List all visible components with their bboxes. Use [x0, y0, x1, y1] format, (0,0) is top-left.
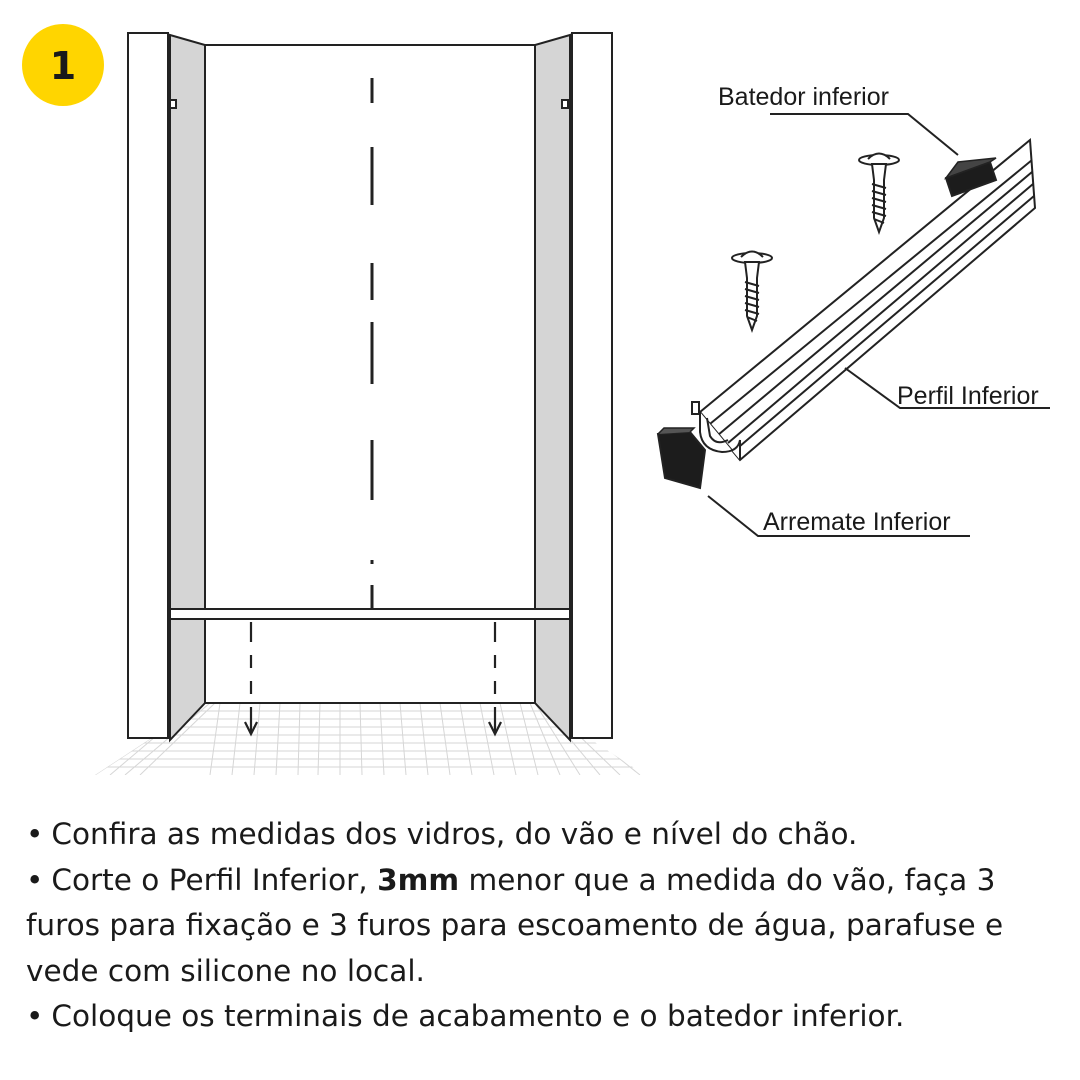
installation-diagram: 1 — [22, 24, 1050, 775]
screw-icon — [858, 152, 900, 233]
callout-leaders — [707, 113, 1050, 537]
step-number: 1 — [50, 44, 76, 88]
instruction-2: •Corte o Perfil Inferior, 3mm menor que … — [26, 862, 1004, 988]
drop-arrows — [249, 622, 497, 732]
label-arremate-inferior: Arremate Inferior — [763, 508, 951, 536]
shower-enclosure — [127, 32, 613, 743]
bottom-profile-bar — [169, 608, 571, 620]
batedor-inferior-part — [943, 157, 998, 198]
arremate-inferior-part — [656, 427, 707, 490]
instructions: •Confira as medidas dos vidros, do vão e… — [26, 812, 1066, 1040]
perfil-inferior-rail — [691, 137, 1037, 462]
measure-highlight: 3mm — [377, 862, 460, 897]
label-batedor-inferior: Batedor inferior — [718, 83, 889, 111]
instruction-1: •Confira as medidas dos vidros, do vão e… — [26, 817, 858, 851]
label-perfil-inferior: Perfil Inferior — [897, 382, 1039, 410]
screw-icon — [731, 250, 773, 331]
step-badge: 1 — [22, 24, 104, 106]
instruction-3: •Coloque os terminais de acabamento e o … — [26, 999, 905, 1033]
